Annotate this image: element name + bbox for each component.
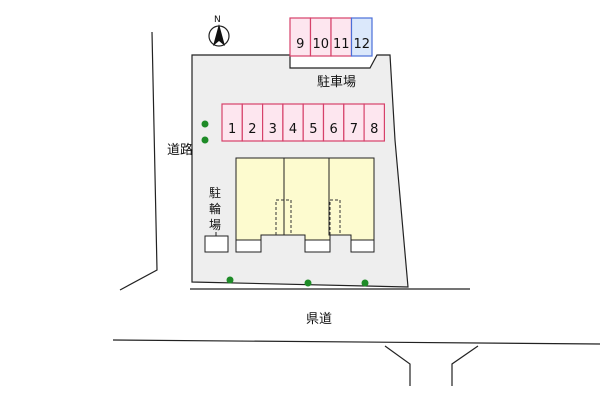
parking-space-number: 9 xyxy=(296,37,304,52)
side-street-right-edge xyxy=(451,345,479,386)
parking-space-12 xyxy=(350,17,373,57)
parking-space-number: 2 xyxy=(248,122,256,137)
parking-space-number: 5 xyxy=(309,122,317,137)
bicycle-parking-area xyxy=(204,235,229,253)
tree-icon xyxy=(201,136,209,144)
north-label: N xyxy=(214,15,221,25)
bicycle-parking: 駐 輪 場 xyxy=(204,185,229,253)
prefectural-road-label: 県道 xyxy=(306,312,332,327)
parking-space-number: 7 xyxy=(350,122,358,137)
building-entrance-3 xyxy=(350,239,375,253)
tree-icon xyxy=(304,279,312,287)
tree-icon xyxy=(361,279,369,287)
parking-space-number: 11 xyxy=(333,37,350,52)
parking-space-number: 3 xyxy=(269,122,277,137)
interior-stair-lines xyxy=(275,199,341,235)
building-entrance-1 xyxy=(235,239,262,253)
bicycle-parking-char-3: 場 xyxy=(209,218,221,232)
parking-label: 駐車場 xyxy=(317,75,356,90)
building-entrance-2 xyxy=(304,239,331,253)
buildings xyxy=(235,157,375,253)
side-street-left-edge xyxy=(384,345,411,386)
bicycle-parking-char-1: 駐 xyxy=(209,185,221,200)
side-road-west-edge xyxy=(119,31,158,291)
tree-icon xyxy=(226,276,234,284)
prefectural-road-south-edge xyxy=(112,339,600,345)
parking-space-8 xyxy=(363,103,386,142)
trees xyxy=(201,120,369,287)
road-lines xyxy=(112,31,600,386)
bicycle-parking-char-2: 輪 xyxy=(209,201,221,216)
parking-space-number: 1 xyxy=(228,122,236,137)
tree-icon xyxy=(201,120,209,128)
parking-space-number: 6 xyxy=(330,122,338,137)
parking-space-number: 12 xyxy=(353,37,370,52)
parking-space-number: 8 xyxy=(370,122,378,137)
north-compass-icon: N xyxy=(208,15,230,47)
parking-space-number: 4 xyxy=(289,122,297,137)
side-road-label: 道路 xyxy=(167,142,193,158)
parking-space-number: 10 xyxy=(312,37,329,52)
